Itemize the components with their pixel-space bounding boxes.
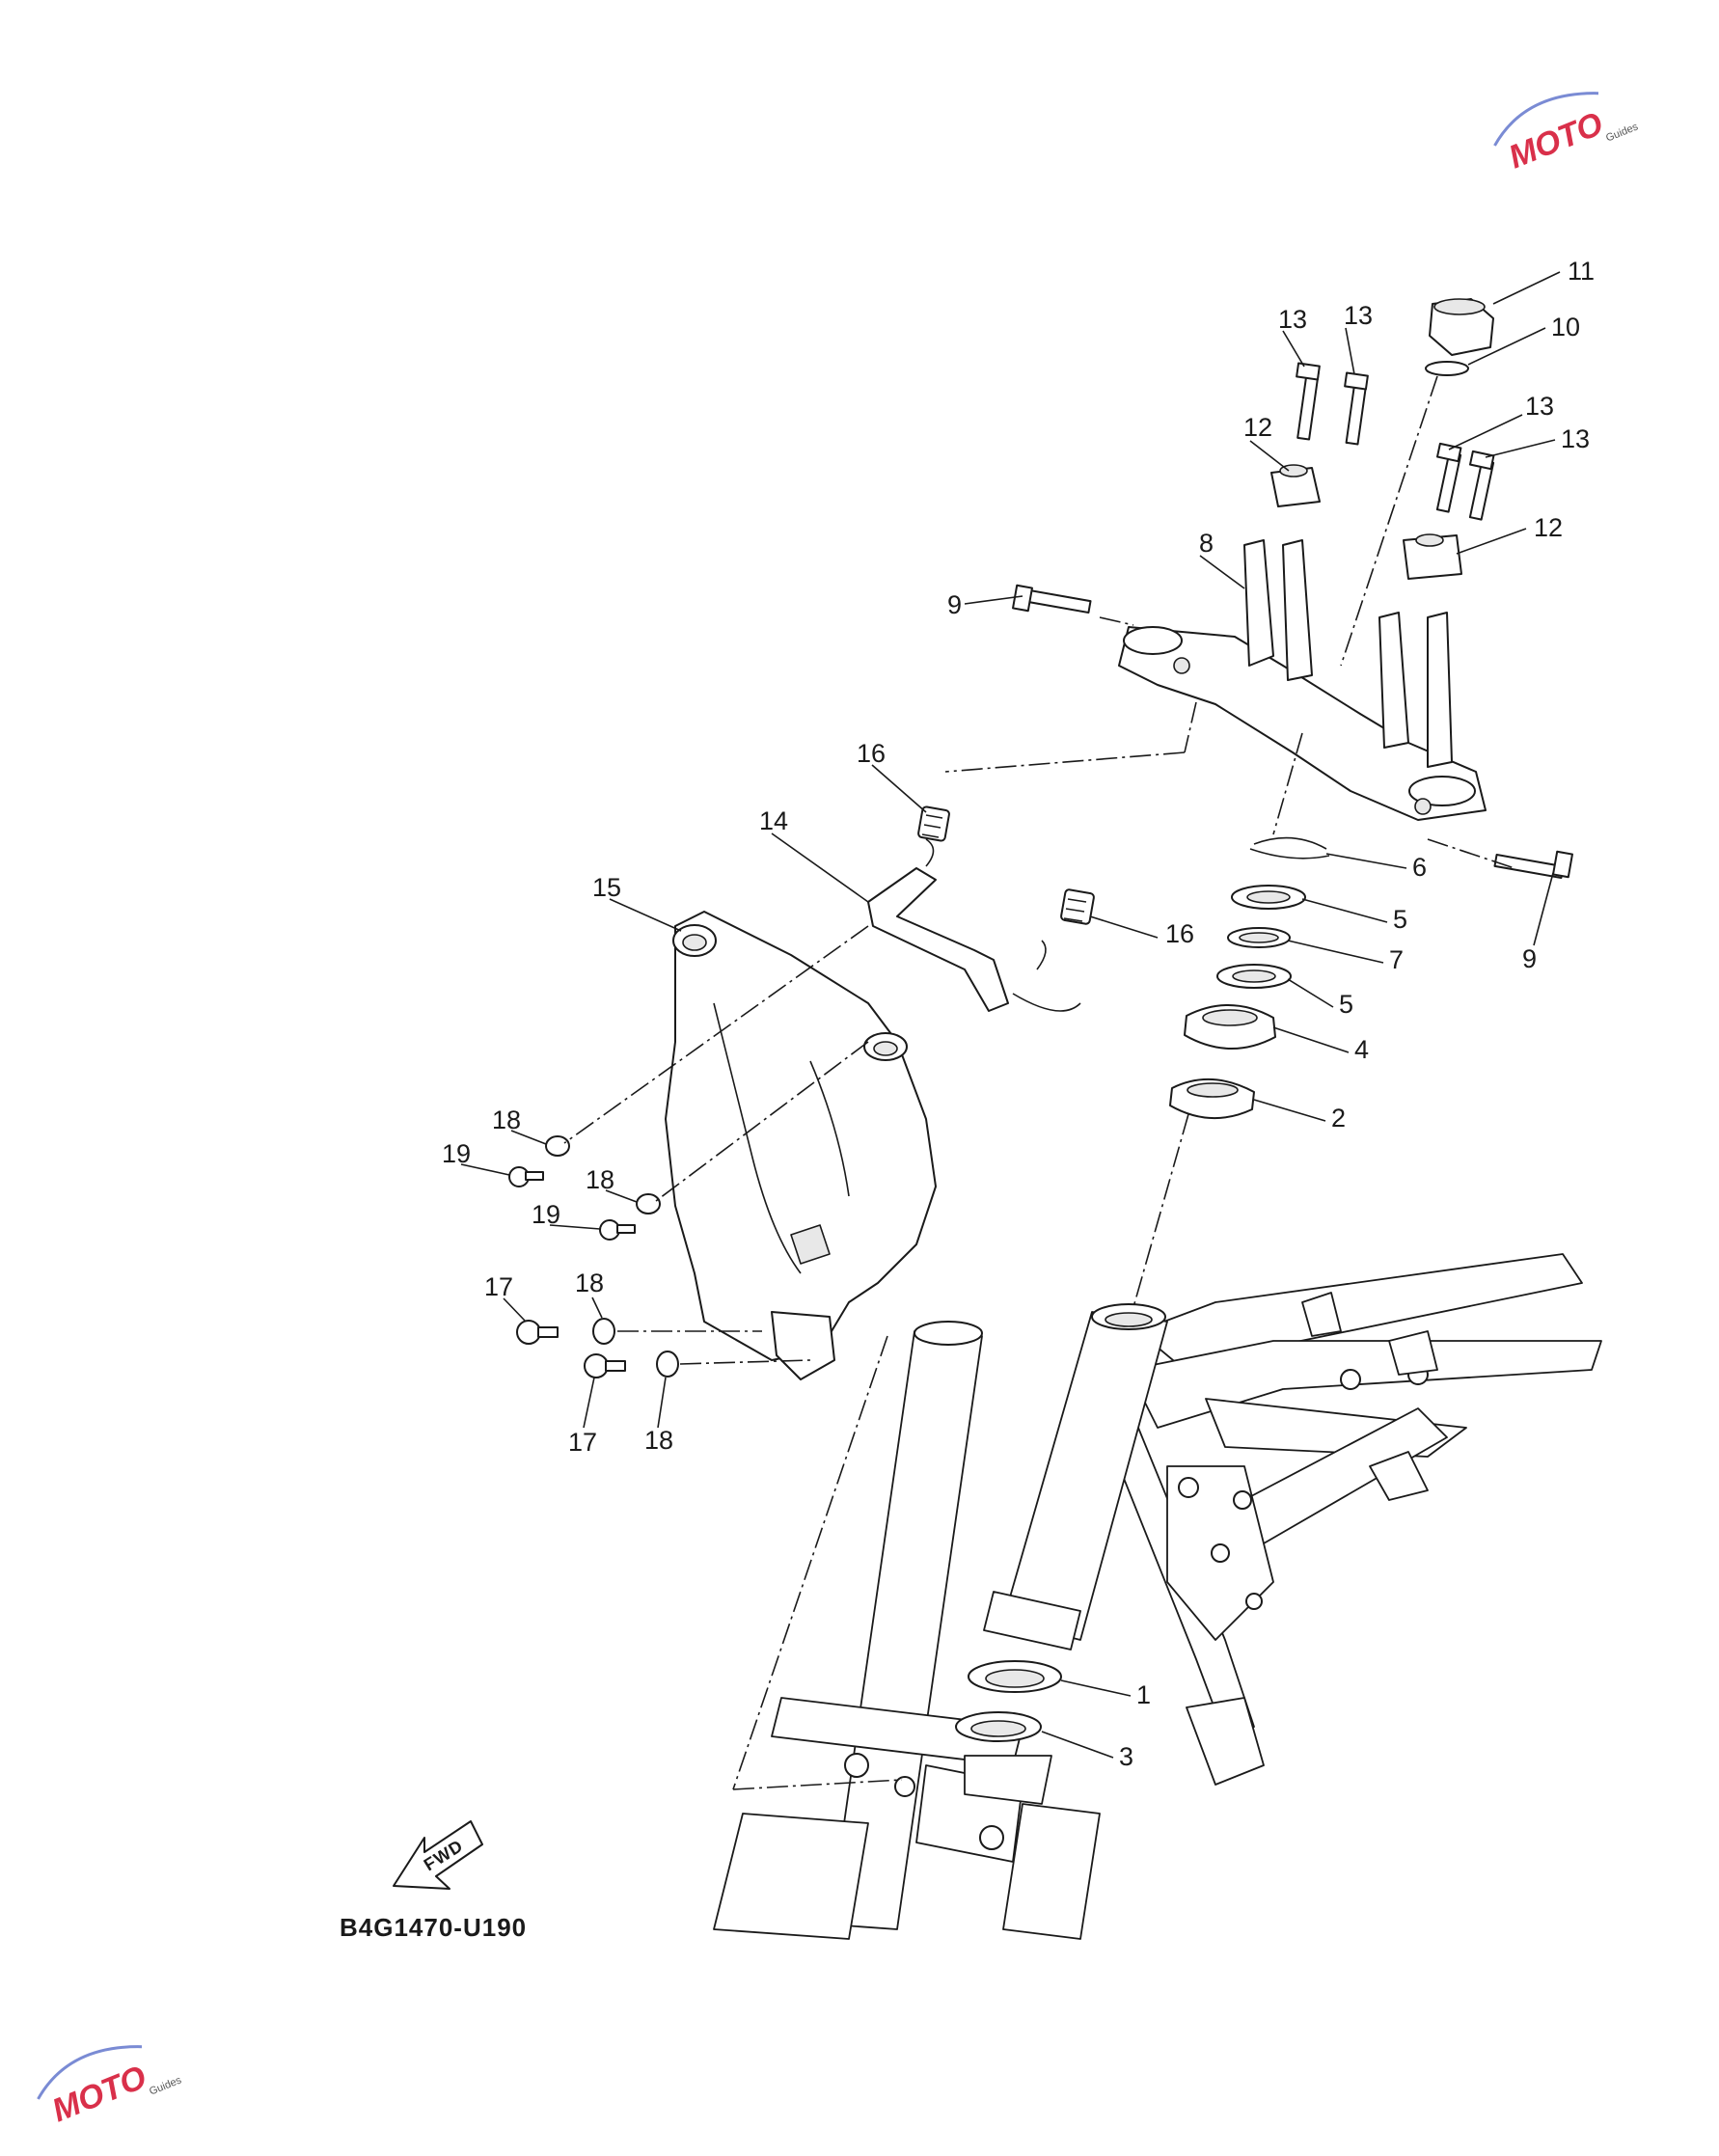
part-label-18: 18 — [644, 1426, 673, 1455]
headlight-stay — [867, 838, 1081, 1012]
part-label-16: 16 — [1165, 919, 1194, 948]
part-label-13: 13 — [1561, 424, 1590, 453]
part-label-17: 17 — [568, 1428, 597, 1457]
part-label-18: 18 — [492, 1105, 521, 1134]
part-label-6: 6 — [1412, 853, 1427, 882]
part-label-13: 13 — [1525, 392, 1554, 421]
damper-16-upper — [917, 805, 950, 842]
part-label-1: 1 — [1136, 1680, 1151, 1709]
watermark-sub: Guides — [148, 2074, 183, 2097]
part-label-3: 3 — [1119, 1742, 1133, 1771]
motorcycle-frame — [1118, 1253, 1602, 1786]
watermark-top-right: MOTO Guides — [1493, 92, 1640, 176]
handlebar-holder-left — [1270, 464, 1321, 507]
alignment-lines — [563, 375, 1515, 1790]
part-label-8: 8 — [1199, 529, 1214, 558]
part-label-13: 13 — [1278, 305, 1307, 334]
part-label-13: 13 — [1344, 301, 1373, 330]
upper-bracket — [1118, 539, 1487, 821]
part-label-9: 9 — [1522, 944, 1537, 973]
part-label-19: 19 — [442, 1139, 471, 1168]
part-label-5: 5 — [1339, 990, 1353, 1019]
watermark-bottom-left: MOTO Guides — [37, 2045, 183, 2129]
part-label-16: 16 — [857, 739, 886, 768]
watermark-sub: Guides — [1604, 121, 1640, 144]
part-label-18: 18 — [586, 1165, 614, 1194]
part-label-14: 14 — [759, 806, 788, 835]
front-fork-left — [713, 1321, 1023, 1940]
part-label-17: 17 — [484, 1272, 513, 1301]
part-label-2: 2 — [1331, 1104, 1346, 1133]
steering-head-tube — [983, 1303, 1168, 1651]
part-label-5: 5 — [1393, 905, 1407, 934]
fasteners-left — [508, 1135, 679, 1378]
damper-16-lower — [1060, 888, 1095, 925]
handlebar-holder-right — [1403, 533, 1462, 580]
part-label-18: 18 — [575, 1269, 604, 1297]
leader-lines — [460, 271, 1561, 1759]
front-fork-right — [844, 1753, 1101, 1940]
headlight-cover — [665, 911, 937, 1380]
fwd-arrow: FWD — [393, 1820, 483, 1890]
part-label-9: 9 — [947, 590, 962, 619]
bolt-9-right — [1493, 850, 1573, 879]
part-label-12: 12 — [1534, 513, 1563, 542]
part-label-11: 11 — [1568, 257, 1595, 286]
part-label-10: 10 — [1551, 313, 1580, 341]
steering-stem-rings — [1169, 836, 1330, 1119]
bolt-9-left — [1012, 584, 1092, 614]
part-label-12: 12 — [1243, 413, 1272, 442]
part-label-19: 19 — [532, 1200, 560, 1229]
bolts-13 — [1296, 362, 1495, 521]
steering-nut — [1425, 298, 1494, 376]
part-label-4: 4 — [1354, 1035, 1369, 1064]
lower-bearing — [955, 1660, 1062, 1742]
drawing-code: B4G1470-U190 — [340, 1913, 527, 1942]
part-label-7: 7 — [1389, 945, 1404, 974]
part-label-15: 15 — [592, 873, 621, 902]
